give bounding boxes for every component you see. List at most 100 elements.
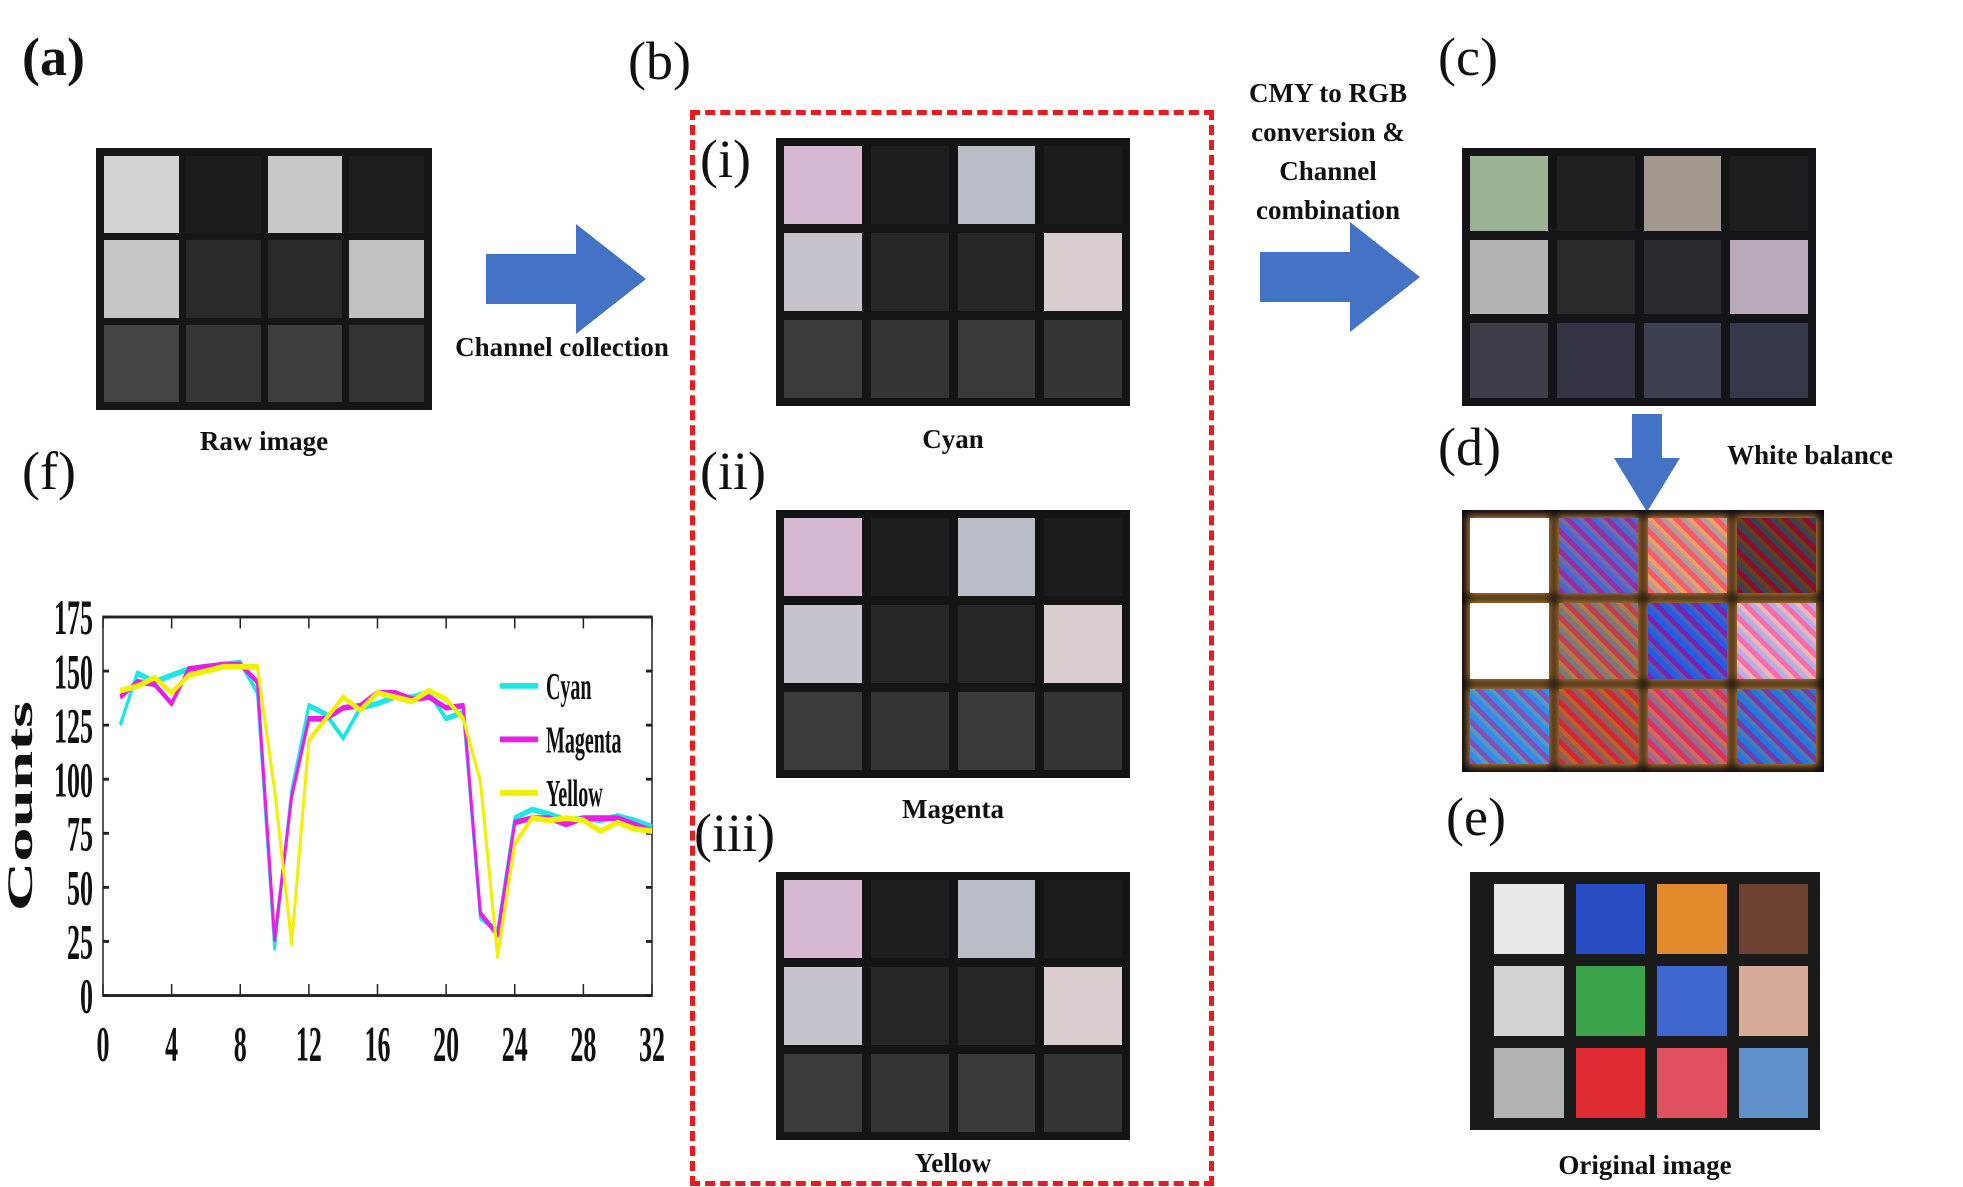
magenta-channel-image (776, 510, 1130, 778)
y-tick-label: 75 (67, 807, 93, 862)
x-tick-label: 32 (639, 1017, 665, 1072)
conversion-label: CMY to RGB conversion & Channel combinat… (1249, 78, 1407, 225)
arrow-right-icon (1260, 222, 1420, 332)
x-tick-label: 4 (165, 1017, 178, 1072)
color-patch (1556, 323, 1635, 398)
color-patch (1657, 966, 1727, 1036)
color-patch (267, 324, 343, 402)
color-patch (1648, 518, 1727, 594)
arrow-channel-collection (486, 224, 646, 334)
y-tick-label: 150 (54, 644, 93, 699)
color-patch (1044, 320, 1122, 398)
white-balanced-image (1462, 510, 1824, 772)
cyan-channel-image (776, 138, 1130, 406)
color-patch (185, 156, 261, 234)
y-tick-label: 50 (67, 861, 93, 916)
arrow-conversion (1260, 222, 1420, 332)
panel-label-e: (e) (1446, 787, 1506, 847)
color-patch (1657, 1048, 1727, 1118)
color-patch (1737, 603, 1816, 679)
y-tick-label: 0 (80, 969, 93, 1024)
color-patch (784, 605, 862, 683)
color-patch (1470, 603, 1549, 679)
color-patch (870, 880, 949, 958)
x-tick-label: 28 (570, 1017, 596, 1072)
color-patch (1648, 688, 1727, 764)
color-patch (1494, 1048, 1564, 1118)
color-patch (870, 692, 949, 770)
color-patch (957, 518, 1036, 596)
panel-label-c: (c) (1438, 27, 1498, 87)
color-patch (1737, 688, 1816, 764)
original-image-caption: Original image (1558, 1150, 1732, 1180)
color-patch (1738, 1048, 1808, 1118)
color-patch (1559, 518, 1638, 594)
panel-label-b: (b) (628, 31, 691, 91)
x-tick-label: 24 (502, 1017, 528, 1072)
color-patch (1044, 605, 1122, 683)
color-patch (349, 156, 424, 234)
color-patch (957, 605, 1036, 683)
color-patch (1044, 518, 1122, 596)
y-axis-label: Counts (0, 701, 40, 911)
color-patch (784, 1054, 862, 1132)
color-patch (185, 240, 261, 318)
magenta-caption: Magenta (902, 794, 1004, 824)
color-patch (267, 156, 343, 234)
raw-image (96, 148, 432, 410)
y-tick-label: 100 (54, 753, 93, 808)
panel-label-d: (d) (1438, 417, 1501, 477)
color-patch (1737, 518, 1816, 594)
y-tick-label: 125 (54, 698, 93, 753)
color-patch (1559, 688, 1638, 764)
color-patch (1494, 884, 1564, 954)
color-patch (784, 233, 862, 311)
color-patch (1044, 692, 1122, 770)
panel-label-i: (i) (700, 129, 751, 189)
color-patch (870, 320, 949, 398)
color-patch (1044, 146, 1122, 224)
color-patch (1738, 884, 1808, 954)
channel-collection-label: Channel collection (455, 332, 669, 362)
panel-label-iii: (iii) (694, 803, 775, 863)
white-balance-label: White balance (1727, 440, 1893, 470)
color-patch (1556, 156, 1635, 231)
color-patch (1575, 966, 1645, 1036)
color-patch (1470, 518, 1549, 594)
x-tick-label: 8 (234, 1017, 247, 1072)
yellow-channel-image (776, 872, 1130, 1140)
color-patch (870, 233, 949, 311)
cyan-caption: Cyan (922, 424, 984, 454)
color-patch (1730, 239, 1808, 315)
yellow-caption: Yellow (914, 1148, 992, 1178)
color-patch (1044, 880, 1122, 958)
x-tick-label: 20 (433, 1017, 459, 1072)
color-patch (784, 880, 862, 958)
color-patch (784, 967, 862, 1045)
color-patch (870, 605, 949, 683)
color-patch (1738, 966, 1808, 1036)
color-patch (185, 324, 261, 402)
color-patch (1657, 884, 1727, 954)
arrow-down-icon (1614, 414, 1680, 512)
y-tick-label: 25 (67, 915, 93, 970)
color-patch (784, 320, 862, 398)
color-patch (870, 146, 949, 224)
color-patch (1643, 156, 1722, 231)
y-tick-label: 175 (54, 590, 93, 645)
panel-label-f: (f) (22, 441, 76, 501)
color-patch (1556, 239, 1635, 315)
color-patch (1643, 323, 1722, 398)
color-patch (1559, 603, 1638, 679)
color-patch (957, 880, 1036, 958)
panel-label-ii: (ii) (700, 441, 766, 501)
channel-images-dashed-box (690, 110, 1214, 1186)
color-patch (1470, 156, 1548, 231)
color-patch (957, 320, 1036, 398)
legend-label: Magenta (546, 719, 622, 762)
color-patch (1575, 1048, 1645, 1118)
x-tick-label: 12 (296, 1017, 322, 1072)
combined-rgb-image (1462, 148, 1816, 406)
color-patch (1730, 323, 1808, 398)
